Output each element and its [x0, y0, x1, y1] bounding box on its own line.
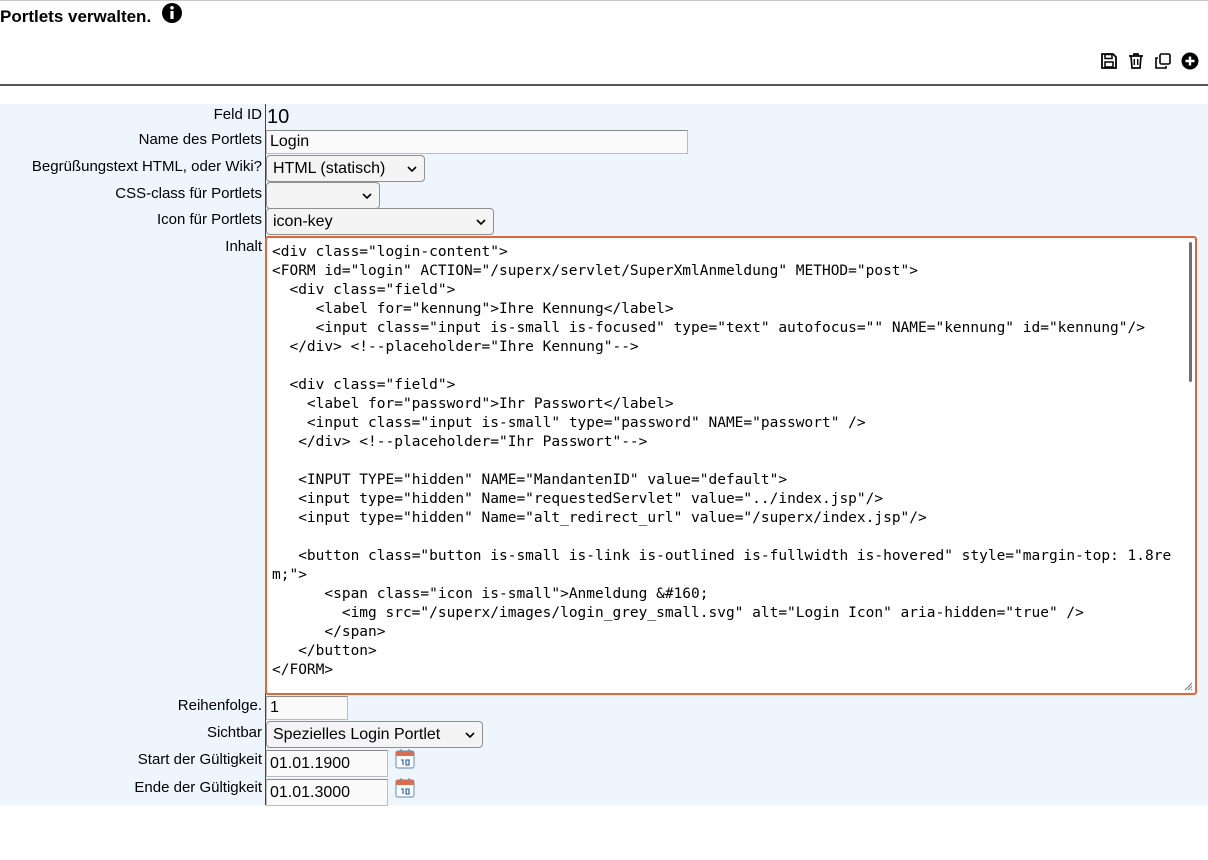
header-divider — [0, 84, 1208, 86]
portlet-icon-label: Icon für Portlets — [156, 211, 262, 228]
save-icon[interactable] — [1098, 50, 1119, 71]
greeting-type-select[interactable]: HTML (statisch) — [266, 155, 425, 182]
content-code[interactable]: <div class="login-content"> <FORM id="lo… — [272, 244, 1172, 678]
chevron-down-icon — [362, 192, 372, 199]
feld-id-label: Feld ID — [213, 106, 262, 123]
chevron-down-icon — [465, 731, 475, 738]
calendar-icon[interactable] — [395, 778, 415, 798]
content-textarea[interactable]: <div class="login-content"> <FORM id="lo… — [265, 236, 1197, 695]
css-class-label: CSS-class für Portlets — [115, 185, 262, 202]
toolbar — [1098, 50, 1200, 72]
calendar-icon[interactable] — [395, 749, 415, 769]
resize-handle-icon[interactable] — [1183, 681, 1193, 691]
chevron-down-icon — [476, 218, 486, 225]
visibility-select[interactable]: Spezielles Login Portlet — [266, 721, 483, 748]
add-circle-icon[interactable] — [1179, 50, 1200, 71]
visibility-label: Sichtbar — [206, 724, 262, 741]
content-label: Inhalt — [225, 238, 262, 255]
portlet-icon-value: icon-key — [273, 212, 333, 230]
copy-icon[interactable] — [1152, 50, 1173, 71]
greeting-type-value: HTML (statisch) — [273, 159, 386, 177]
order-label: Reihenfolge. — [177, 697, 262, 714]
portlet-icon-select[interactable]: icon-key — [266, 208, 494, 235]
info-icon[interactable] — [161, 2, 183, 24]
trash-icon[interactable] — [1125, 50, 1146, 71]
valid-to-input[interactable]: 01.01.3000 — [266, 779, 388, 806]
feld-id-value: 10 — [267, 106, 290, 128]
valid-to-label: Ende der Gültigkeit — [134, 779, 262, 796]
visibility-value: Spezielles Login Portlet — [273, 725, 441, 743]
valid-from-label: Start der Gültigkeit — [137, 751, 262, 768]
portlet-name-input[interactable]: Login — [266, 130, 688, 154]
valid-from-input[interactable]: 01.01.1900 — [266, 750, 388, 777]
css-class-select[interactable] — [266, 182, 380, 209]
chevron-down-icon — [407, 165, 417, 172]
top-rule — [0, 0, 1208, 1]
textarea-scrollbar[interactable] — [1189, 242, 1192, 382]
greeting-type-label: Begrüßungstext HTML, oder Wiki? — [31, 158, 262, 175]
order-input[interactable]: 1 — [266, 696, 348, 720]
portlet-name-label: Name des Portlets — [138, 131, 262, 148]
page-title: Portlets verwalten. — [0, 7, 152, 26]
